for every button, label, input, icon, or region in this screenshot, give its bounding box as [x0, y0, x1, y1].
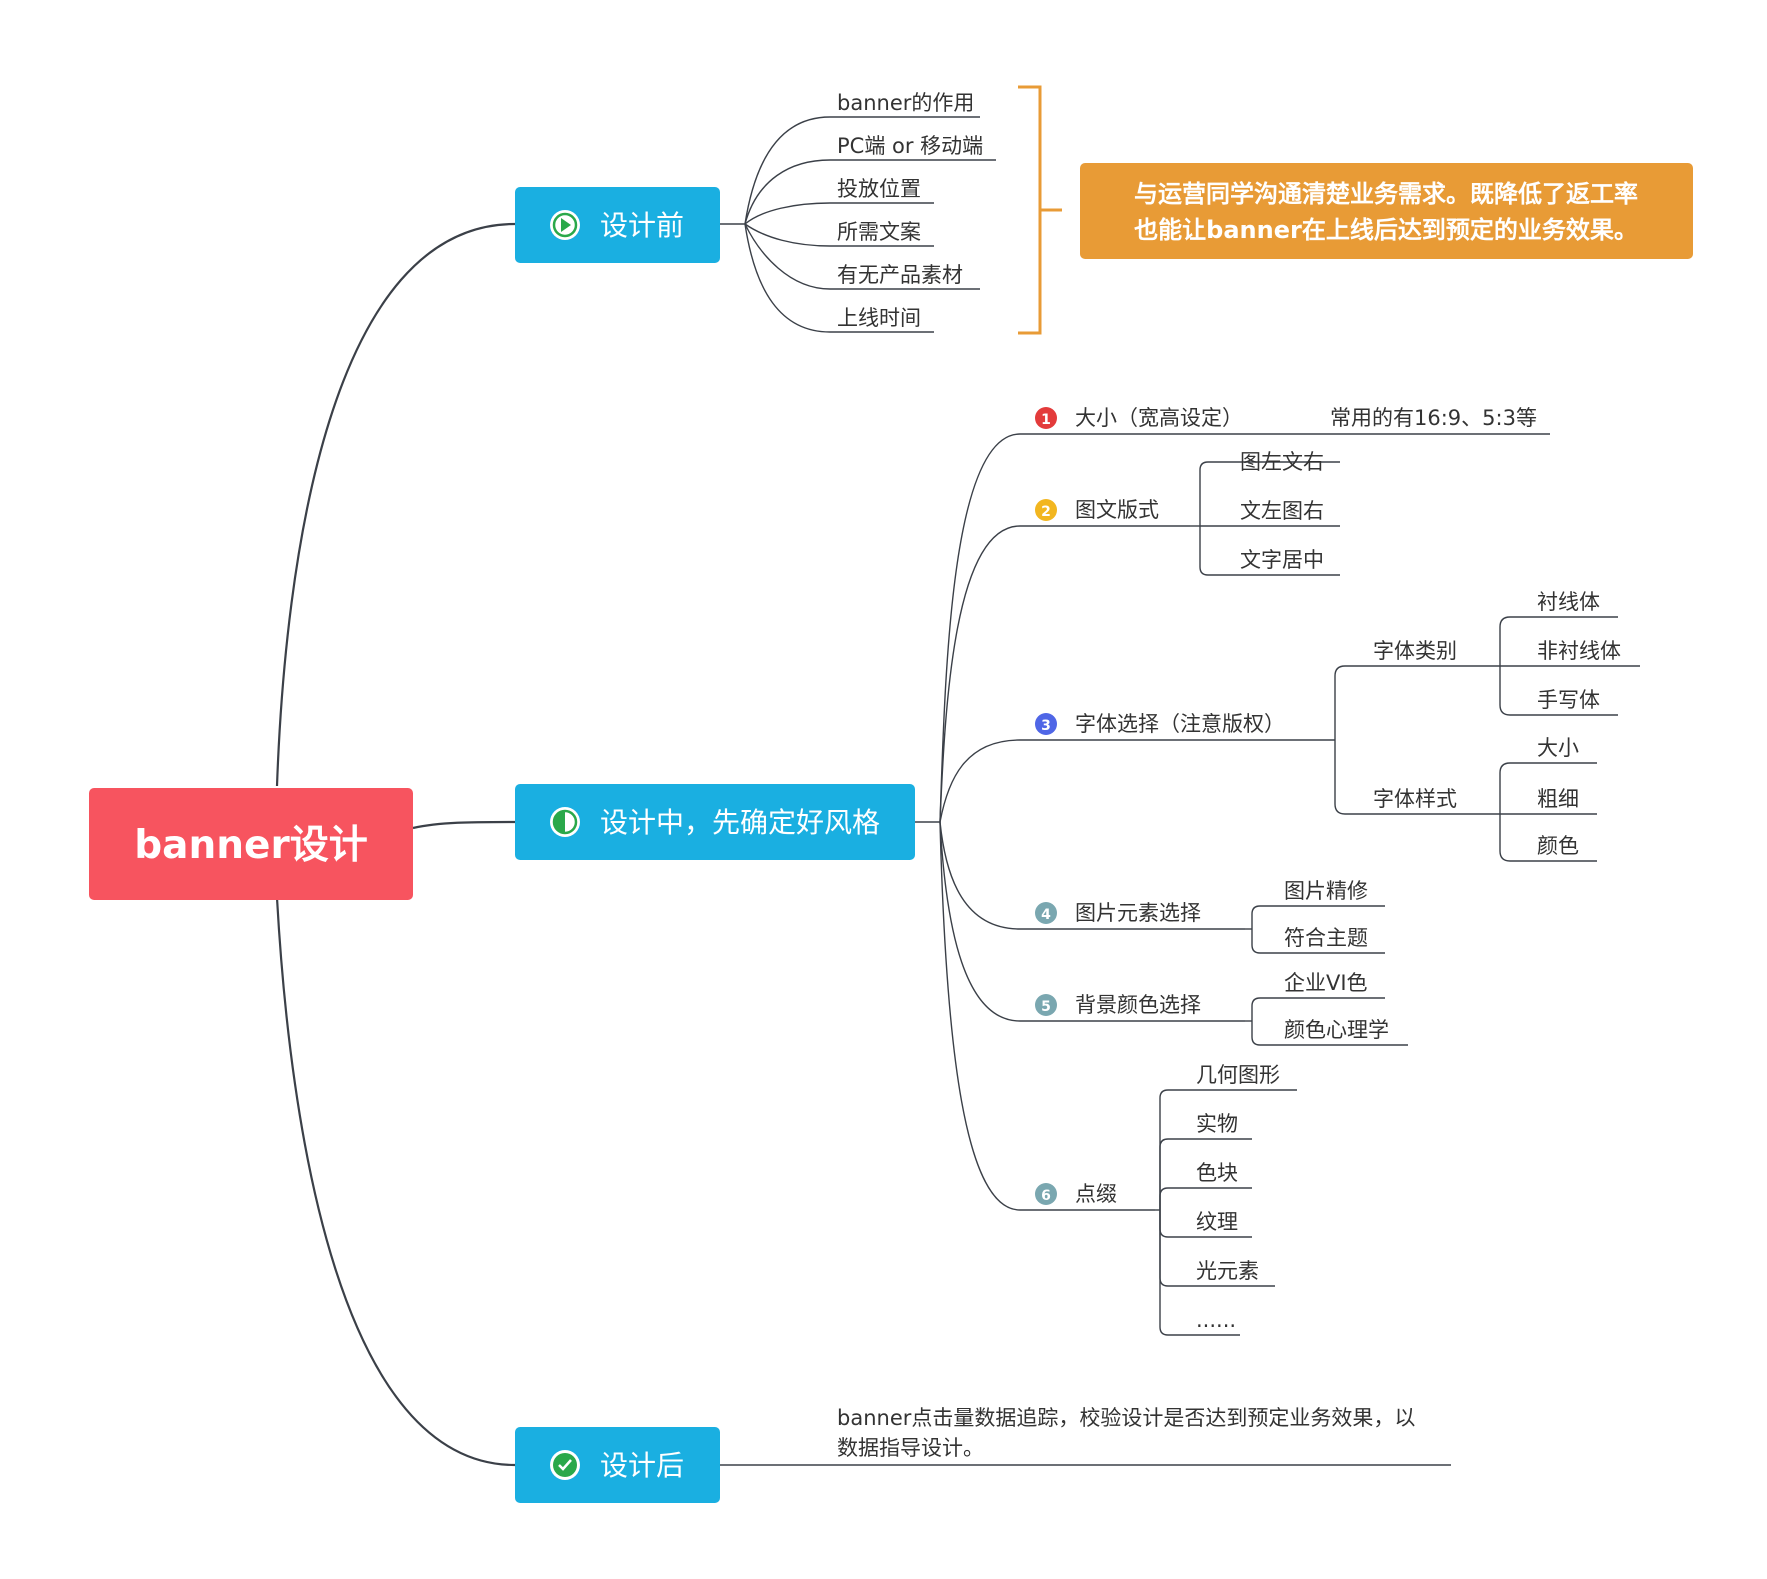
branch-before-node[interactable]: 设计前	[515, 187, 720, 263]
font-style-item: 颜色	[1537, 834, 1579, 858]
font-category-item: 手写体	[1537, 688, 1600, 712]
before-item: 投放位置	[837, 177, 921, 201]
decor-item: 实物	[1196, 1112, 1238, 1136]
after-note-line-1: banner点击量数据追踪，校验设计是否达到预定业务效果，以	[837, 1406, 1415, 1430]
check-circle-icon	[550, 1450, 580, 1480]
number-badge-4: 4	[1035, 902, 1057, 924]
number-badge-2: 2	[1035, 499, 1057, 521]
before-item: 所需文案	[837, 220, 921, 244]
image-item: 图片精修	[1284, 879, 1368, 903]
decor-label: 点缀	[1075, 1182, 1117, 1206]
root-label: banner设计	[134, 823, 367, 868]
size-note: 常用的有16:9、5:3等	[1330, 406, 1537, 430]
before-item: PC端 or 移动端	[837, 134, 983, 158]
svg-text:1: 1	[1041, 412, 1051, 428]
layout-item: 文字居中	[1240, 548, 1324, 572]
decor-item: ......	[1196, 1308, 1236, 1332]
svg-text:3: 3	[1041, 718, 1051, 734]
font-category-item: 衬线体	[1537, 590, 1600, 614]
sub-connector-lines	[720, 116, 1640, 1466]
font-category-item: 非衬线体	[1537, 639, 1621, 663]
layout-item: 文左图右	[1240, 499, 1324, 523]
image-item: 符合主题	[1284, 926, 1368, 950]
font-style-item: 大小	[1537, 736, 1579, 760]
decor-item: 色块	[1196, 1161, 1238, 1185]
image-label: 图片元素选择	[1075, 901, 1201, 925]
number-badge-6: 6	[1035, 1183, 1057, 1205]
branch-during-node[interactable]: 设计中，先确定好风格	[515, 784, 915, 860]
number-badge-5: 5	[1035, 994, 1057, 1016]
root-node[interactable]: banner设计	[89, 788, 413, 900]
half-circle-icon	[550, 807, 580, 837]
svg-text:6: 6	[1041, 1188, 1051, 1204]
connector-lines	[275, 222, 516, 1467]
branch-before-label: 设计前	[600, 209, 684, 242]
svg-text:2: 2	[1041, 504, 1051, 520]
size-label: 大小（宽高设定）	[1075, 406, 1243, 430]
font-style-label: 字体样式	[1373, 787, 1457, 811]
bg-label: 背景颜色选择	[1075, 993, 1201, 1017]
bg-item: 企业VI色	[1284, 971, 1368, 995]
number-badge-1: 1	[1035, 407, 1057, 429]
decor-item: 光元素	[1196, 1259, 1259, 1283]
layout-item: 图左文右	[1240, 450, 1324, 474]
branch-after-node[interactable]: 设计后	[515, 1427, 720, 1503]
callout-line-1: 与运营同学沟通清楚业务需求。既降低了返工率	[1134, 180, 1638, 208]
layout-label: 图文版式	[1075, 498, 1159, 522]
branch-after-label: 设计后	[600, 1449, 684, 1482]
callout-note: 与运营同学沟通清楚业务需求。既降低了返工率 也能让banner在上线后达到预定的…	[1080, 163, 1693, 259]
number-badge-3: 3	[1035, 713, 1057, 735]
font-style-item: 粗细	[1537, 787, 1579, 811]
svg-text:5: 5	[1041, 999, 1051, 1015]
before-item: 有无产品素材	[837, 263, 963, 287]
decor-item: 纹理	[1196, 1210, 1238, 1234]
before-item: banner的作用	[837, 91, 974, 115]
bg-item: 颜色心理学	[1284, 1018, 1389, 1042]
play-icon	[550, 210, 580, 240]
after-note-line-2: 数据指导设计。	[837, 1436, 984, 1460]
before-item: 上线时间	[837, 306, 921, 330]
decor-item: 几何图形	[1196, 1063, 1280, 1087]
svg-text:4: 4	[1041, 907, 1051, 923]
branch-during-label: 设计中，先确定好风格	[600, 806, 880, 839]
callout-line-2: 也能让banner在上线后达到预定的业务效果。	[1134, 216, 1638, 244]
font-label: 字体选择（注意版权）	[1075, 712, 1285, 736]
font-category-label: 字体类别	[1373, 639, 1457, 663]
bracket	[1018, 85, 1062, 335]
